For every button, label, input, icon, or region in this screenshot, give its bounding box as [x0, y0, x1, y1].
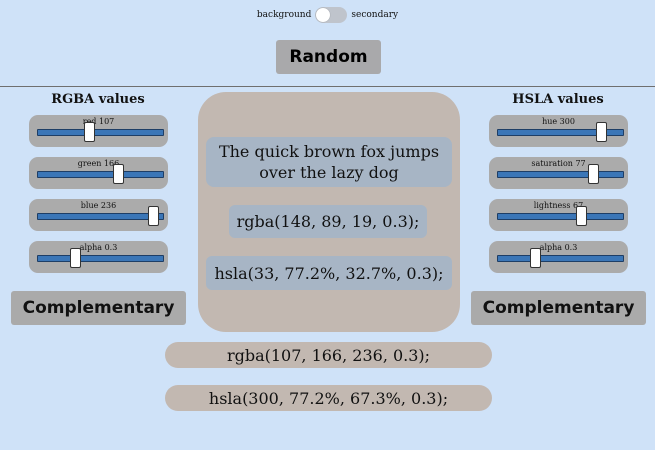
slider-thumb[interactable]: [588, 164, 600, 184]
slider-track[interactable]: [37, 129, 164, 136]
hue-slider: hue 300: [489, 115, 628, 147]
hsla-panel-title: HSLA values: [512, 92, 604, 107]
rgba-complementary-button[interactable]: Complementary: [11, 291, 186, 325]
slider-track[interactable]: [497, 213, 624, 220]
slider-thumb[interactable]: [596, 122, 608, 142]
slider-label: saturation 77: [531, 159, 586, 168]
hsla-alpha-slider: alpha 0.3: [489, 241, 628, 273]
random-button[interactable]: Random: [276, 40, 381, 74]
slider-thumb[interactable]: [69, 248, 81, 268]
alpha-slider: alpha 0.3: [29, 241, 168, 273]
preview-hsla-value: hsla(33, 77.2%, 32.7%, 0.3);: [206, 256, 452, 290]
slider-track[interactable]: [497, 171, 624, 178]
slider-label: green 166: [77, 159, 120, 168]
slider-label: red 107: [82, 117, 115, 126]
toggle-switch[interactable]: [315, 7, 348, 23]
toggle-right-label: secondary: [351, 10, 399, 20]
rgba-panel-title: RGBA values: [51, 92, 145, 107]
saturation-slider: saturation 77: [489, 157, 628, 189]
toggle-knob: [316, 8, 331, 22]
slider-track[interactable]: [497, 129, 624, 136]
slider-label: lightness 67: [533, 201, 584, 210]
slider-thumb[interactable]: [84, 122, 96, 142]
sample-text: The quick brown fox jumps over the lazy …: [206, 137, 452, 187]
divider: [0, 86, 655, 87]
hsla-complementary-button[interactable]: Complementary: [471, 291, 646, 325]
toggle-left-label: background: [256, 10, 312, 20]
result-hsla-value: hsla(300, 77.2%, 67.3%, 0.3);: [165, 385, 492, 411]
result-rgba-value: rgba(107, 166, 236, 0.3);: [165, 342, 492, 368]
preview-rgba-value: rgba(148, 89, 19, 0.3);: [229, 205, 427, 238]
red-slider: red 107: [29, 115, 168, 147]
slider-thumb[interactable]: [113, 164, 125, 184]
slider-track[interactable]: [37, 255, 164, 262]
slider-track[interactable]: [37, 171, 164, 178]
background-secondary-toggle: background secondary: [0, 7, 655, 23]
slider-track[interactable]: [37, 213, 164, 220]
slider-label: hue 300: [542, 117, 575, 126]
slider-thumb[interactable]: [529, 248, 541, 268]
green-slider: green 166: [29, 157, 168, 189]
slider-track[interactable]: [497, 255, 624, 262]
blue-slider: blue 236: [29, 199, 168, 231]
slider-thumb[interactable]: [147, 206, 159, 226]
slider-thumb[interactable]: [575, 206, 587, 226]
slider-label: alpha 0.3: [539, 243, 578, 252]
slider-label: blue 236: [80, 201, 117, 210]
slider-label: alpha 0.3: [79, 243, 118, 252]
lightness-slider: lightness 67: [489, 199, 628, 231]
